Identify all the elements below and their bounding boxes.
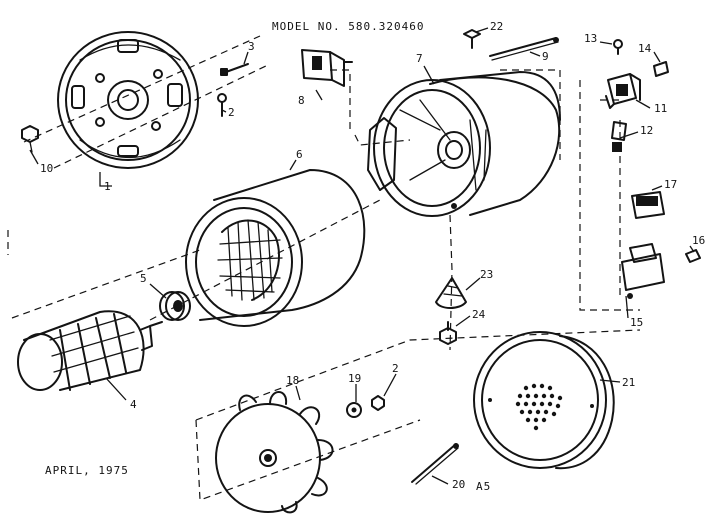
screw-part-2 — [217, 93, 227, 117]
callout-13: 13 — [584, 32, 597, 45]
nut-part-2-lower — [371, 395, 385, 411]
screw-part-14 — [653, 61, 669, 77]
washer-part-19 — [346, 402, 362, 418]
callout-22: 22 — [490, 20, 503, 33]
callout-21: 21 — [622, 376, 635, 389]
end-cover-part-21 — [473, 331, 615, 470]
callout-2-lower: 2 — [392, 362, 399, 375]
callout-15: 15 — [630, 316, 643, 329]
date-label: APRIL, 1975 — [45, 464, 129, 477]
bearing-part-5 — [159, 291, 191, 321]
diagram-code-label: A5 — [476, 480, 491, 493]
callout-2: 2 — [228, 106, 235, 119]
switch-part-8 — [301, 49, 353, 87]
callout-12: 12 — [640, 124, 653, 137]
assembly-guide-lines — [7, 35, 641, 501]
callout-7: 7 — [416, 52, 423, 65]
stator-part-6 — [185, 169, 366, 327]
component-part-17 — [631, 191, 665, 219]
callout-1: 1 — [104, 180, 111, 193]
callout-23: 23 — [480, 268, 493, 281]
housing-part-7 — [367, 71, 561, 217]
screw-part-24 — [439, 321, 457, 345]
callout-19: 19 — [348, 372, 361, 385]
callout-18: 18 — [286, 374, 299, 387]
callout-24: 24 — [472, 308, 486, 321]
callout-11: 11 — [654, 102, 667, 115]
end-shield-part-1 — [57, 31, 199, 169]
vent-holes — [515, 383, 563, 431]
long-bolt-part-20 — [411, 443, 459, 485]
screw-part-16 — [685, 249, 701, 263]
model-number-label: MODEL NO. 580.320460 — [272, 20, 424, 33]
callout-16: 16 — [692, 234, 705, 247]
fan-part-18 — [215, 391, 334, 514]
callout-leaders — [29, 27, 695, 485]
screw-part-22 — [463, 29, 481, 49]
callout-5: 5 — [140, 272, 147, 285]
nut-part-10 — [21, 125, 39, 153]
callout-4: 4 — [130, 398, 137, 411]
callout-9: 9 — [542, 50, 549, 63]
callout-numbers: 1 2 2 3 4 5 6 7 8 9 10 11 12 13 14 15 16… — [40, 20, 705, 491]
bracket-part-15 — [621, 243, 665, 299]
callout-14: 14 — [638, 42, 652, 55]
callout-3: 3 — [248, 40, 255, 53]
callout-8: 8 — [298, 94, 305, 107]
callout-10: 10 — [40, 162, 53, 175]
callout-17: 17 — [664, 178, 677, 191]
screw-part-13 — [613, 39, 623, 55]
long-bolt-part-9 — [489, 37, 559, 61]
cone-part-23 — [435, 277, 467, 309]
armature-part-4 — [17, 310, 163, 391]
terminal-block-part-11 — [605, 73, 641, 109]
bolt-part-3 — [220, 63, 249, 76]
clip-part-12 — [611, 121, 627, 152]
callout-20: 20 — [452, 478, 465, 491]
callout-6: 6 — [296, 148, 303, 161]
